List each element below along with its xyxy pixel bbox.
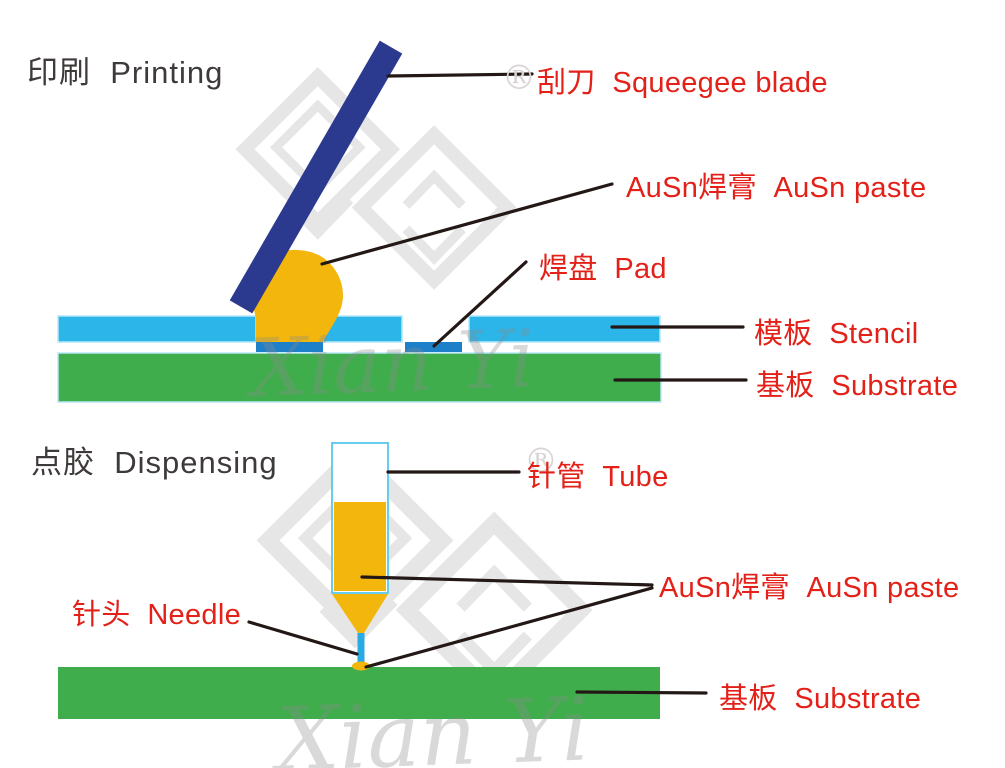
label-pad: 焊盘 Pad <box>539 253 667 285</box>
label-needle: 针头 Needle <box>72 599 242 631</box>
syringe-cone-shape <box>332 594 388 633</box>
leader-line-squeegee <box>386 72 534 78</box>
label-ausn-paste-printing: AuSn焊膏 AuSn paste <box>626 172 927 204</box>
leader-line-substrate-bottom <box>575 690 708 695</box>
registered-mark-top: ® <box>502 58 536 98</box>
squeegee-blade-shape <box>229 40 403 314</box>
label-stencil: 模板 Stencil <box>754 318 919 350</box>
leader-line-paste-in-tube <box>360 575 654 587</box>
needle-shape <box>357 633 365 662</box>
leader-line-needle <box>247 620 359 656</box>
stencil-bar-right-segment <box>468 315 661 343</box>
watermark-text-bottom: Xian Yi <box>269 677 591 768</box>
label-squeegee-blade: 刮刀 Squeegee blade <box>537 67 828 99</box>
label-substrate-dispensing: 基板 Substrate <box>719 683 922 715</box>
leader-line-pad <box>432 260 528 348</box>
label-substrate-printing: 基板 Substrate <box>756 370 959 402</box>
dispensing-section-title: 点胶 Dispensing <box>31 445 278 480</box>
label-ausn-paste-dispensing: AuSn焊膏 AuSn paste <box>659 572 960 604</box>
stencil-bar-left-segment <box>57 315 257 343</box>
leader-line-paste-top <box>320 182 614 266</box>
syringe-tube-outline <box>331 442 389 594</box>
substrate-bar-printing <box>57 352 662 403</box>
stencil-bar-middle-segment <box>322 315 403 343</box>
label-tube: 针管 Tube <box>527 461 669 493</box>
watermark-text-top: Xian Yi <box>243 312 536 415</box>
leader-line-paste-dot <box>364 586 654 669</box>
registered-mark-bottom: ® <box>524 441 558 481</box>
pad-left-shape <box>256 342 323 352</box>
printing-section-title: 印刷 Printing <box>27 55 224 90</box>
substrate-bar-dispensing <box>58 667 660 719</box>
